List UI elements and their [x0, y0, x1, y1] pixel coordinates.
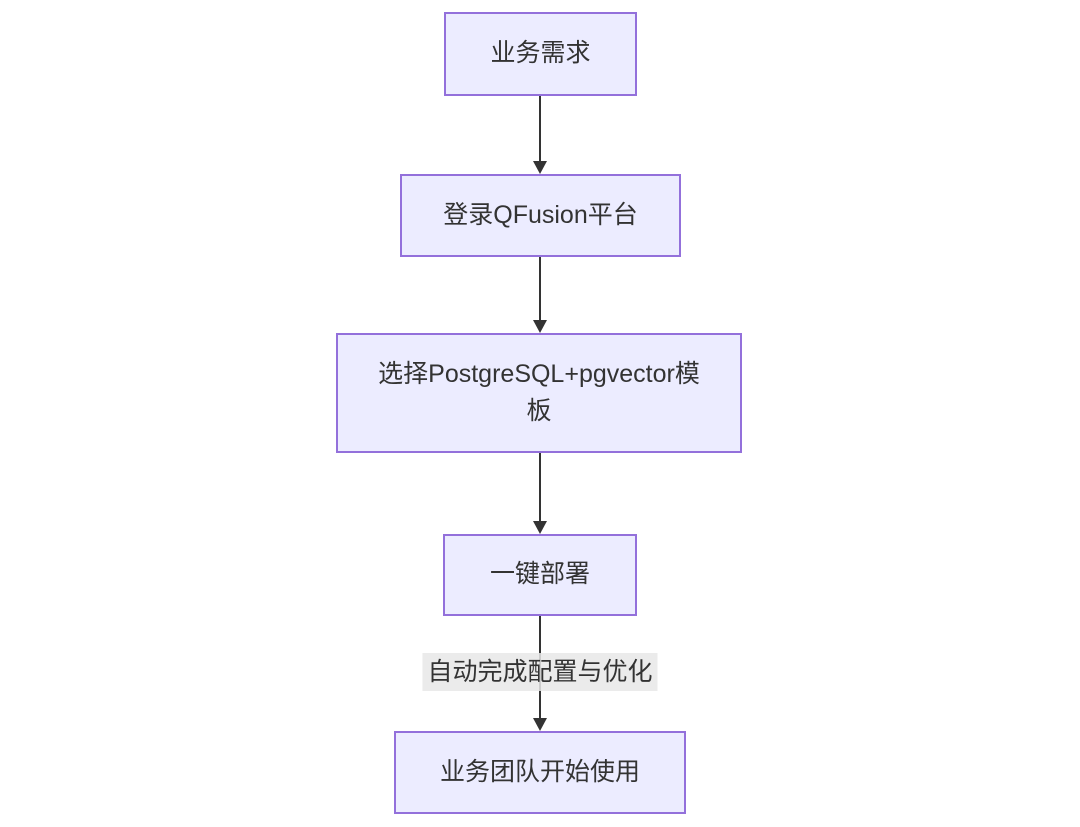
flowchart-node-team-start-using: 业务团队开始使用 [394, 731, 686, 814]
arrowhead-down-icon [533, 521, 547, 534]
node-label: 业务需求 [490, 39, 591, 68]
node-label: 业务团队开始使用 [439, 757, 640, 786]
edge-a-to-b [526, 96, 554, 174]
flowchart-node-select-template: 选择PostgreSQL+pgvector模板 [336, 333, 742, 453]
arrowhead-down-icon [533, 161, 547, 174]
edge-line [539, 453, 541, 521]
node-label: 一键部署 [489, 560, 590, 589]
edge-b-to-c [526, 257, 554, 333]
edge-label-auto-config: 自动完成配置与优化 [422, 653, 658, 691]
node-label: 选择PostgreSQL+pgvector模板 [378, 359, 700, 426]
edge-c-to-d [526, 453, 554, 534]
arrowhead-down-icon [533, 718, 547, 731]
edge-line [539, 96, 541, 161]
flowchart-node-login-qfusion: 登录QFusion平台 [400, 174, 681, 257]
node-label: 登录QFusion平台 [443, 200, 638, 229]
edge-line [539, 257, 541, 320]
flowchart-node-business-requirement: 业务需求 [444, 12, 637, 96]
flowchart-node-one-click-deploy: 一键部署 [443, 534, 637, 616]
arrowhead-down-icon [533, 320, 547, 333]
